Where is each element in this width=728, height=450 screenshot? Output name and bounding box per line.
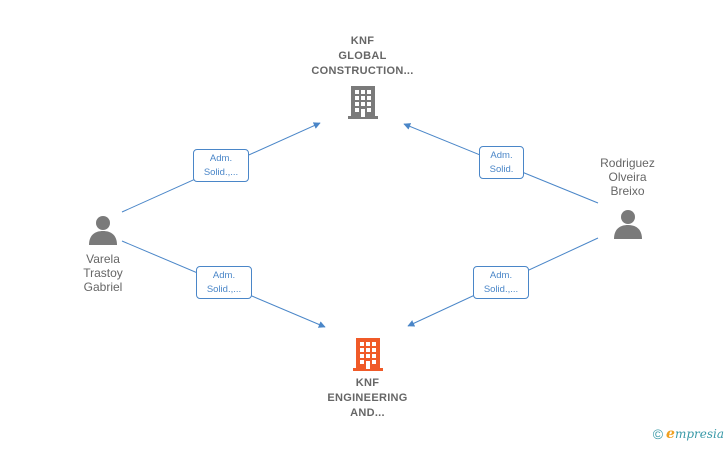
role-line-1: Adm. [489,270,513,281]
person-left-name-line-1: Varela [86,252,120,266]
person-right-name-line-2: Olveira [608,170,647,184]
footer-brand: © empresia [653,426,724,442]
building-icon [352,338,383,371]
person-left-name-line-3: Gabriel [83,280,123,294]
role-line-2: Solid. [489,164,514,175]
company-top-name-line-1: KNF [350,35,375,47]
company-node-top[interactable]: KNF GLOBAL CONSTRUCTION... [290,34,435,120]
person-node-right[interactable]: Rodriguez Olveira Breixo [585,156,670,240]
person-icon [89,216,117,245]
brand-name: mpresia [674,427,724,441]
role-label-right-bottom[interactable]: Adm. Solid.,... [473,266,529,299]
company-top-name-line-3: CONSTRUCTION... [311,65,414,77]
person-right-name-line-3: Breixo [610,184,645,198]
company-bottom-name-line-2: ENGINEERING [327,392,408,404]
company-top-name-line-2: GLOBAL [338,50,387,62]
person-left-name-line-2: Trastoy [83,266,123,280]
brand-logo: empresia [666,426,724,442]
role-label-left-bottom[interactable]: Adm. Solid.,... [196,266,252,299]
person-node-left[interactable]: Varela Trastoy Gabriel [63,214,143,294]
brand-initial: e [666,426,675,442]
role-line-2: Solid.,... [203,167,239,178]
company-bottom-name-line-1: KNF [355,377,380,389]
role-label-left-top[interactable]: Adm. Solid.,... [193,149,249,182]
person-icon [613,210,642,239]
person-right-name-line-1: Rodriguez [600,156,655,170]
role-line-1: Adm. [212,270,236,281]
role-line-2: Solid.,... [483,284,519,295]
role-label-right-top[interactable]: Adm. Solid. [479,146,524,179]
role-line-1: Adm. [490,150,513,161]
company-bottom-name-line-3: AND... [350,407,385,419]
role-line-1: Adm. [209,153,233,164]
role-line-2: Solid.,... [206,284,242,295]
company-node-bottom[interactable]: KNF ENGINEERING AND... [300,336,435,421]
copyright-symbol: © [652,426,664,442]
building-icon [347,86,378,119]
